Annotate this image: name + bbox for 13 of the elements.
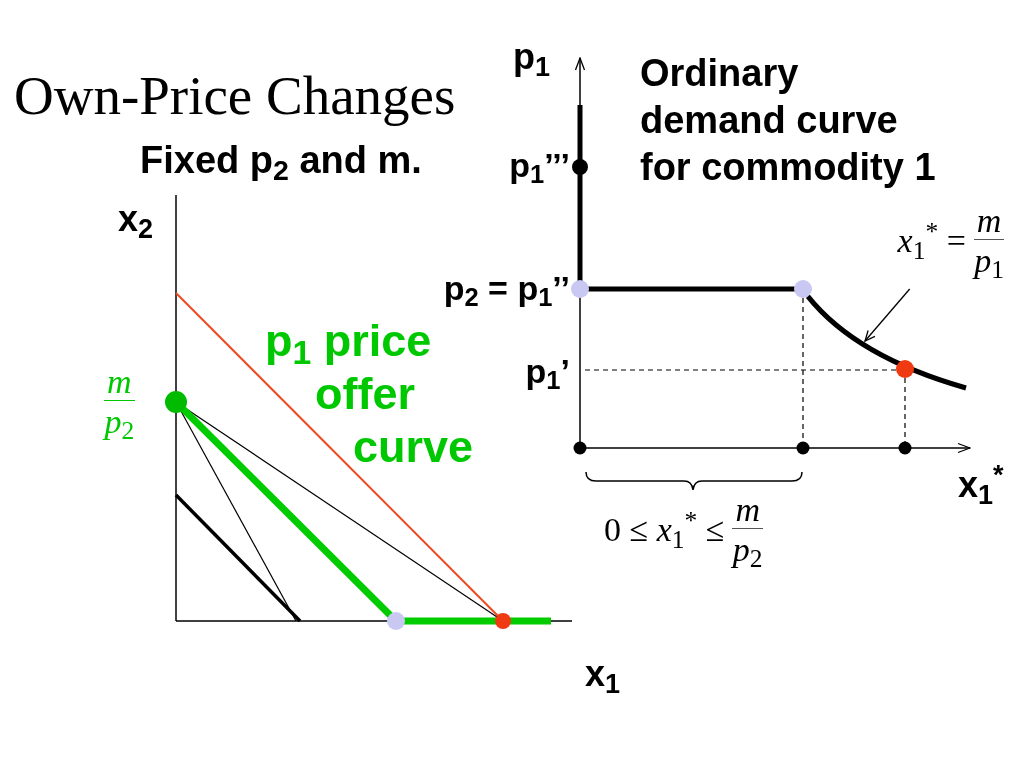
curve-label: p$_{1}$ price offer curve	[265, 314, 475, 474]
subtitle: Fixed p$_{2}$ and m.	[140, 139, 422, 183]
price-label: p$_{1}$’	[525, 352, 570, 392]
slide-title: Own-Price Changes	[14, 64, 456, 128]
axis-label: p$_{1}$	[513, 36, 551, 78]
intercept-formula: m p$_{2}$	[104, 364, 135, 441]
demand-curve	[806, 294, 967, 391]
axis-label: x$_{1}$	[585, 653, 621, 695]
leader-arrow	[864, 288, 911, 342]
price-label: p$_{1}$’’’	[509, 146, 570, 186]
axis-label: x$_{2}$	[118, 198, 154, 240]
price-label: p$_{2}$ = p$_{1}$’’	[443, 269, 570, 309]
curve-caption: Ordinary demand curve for commodity 1	[640, 51, 937, 190]
